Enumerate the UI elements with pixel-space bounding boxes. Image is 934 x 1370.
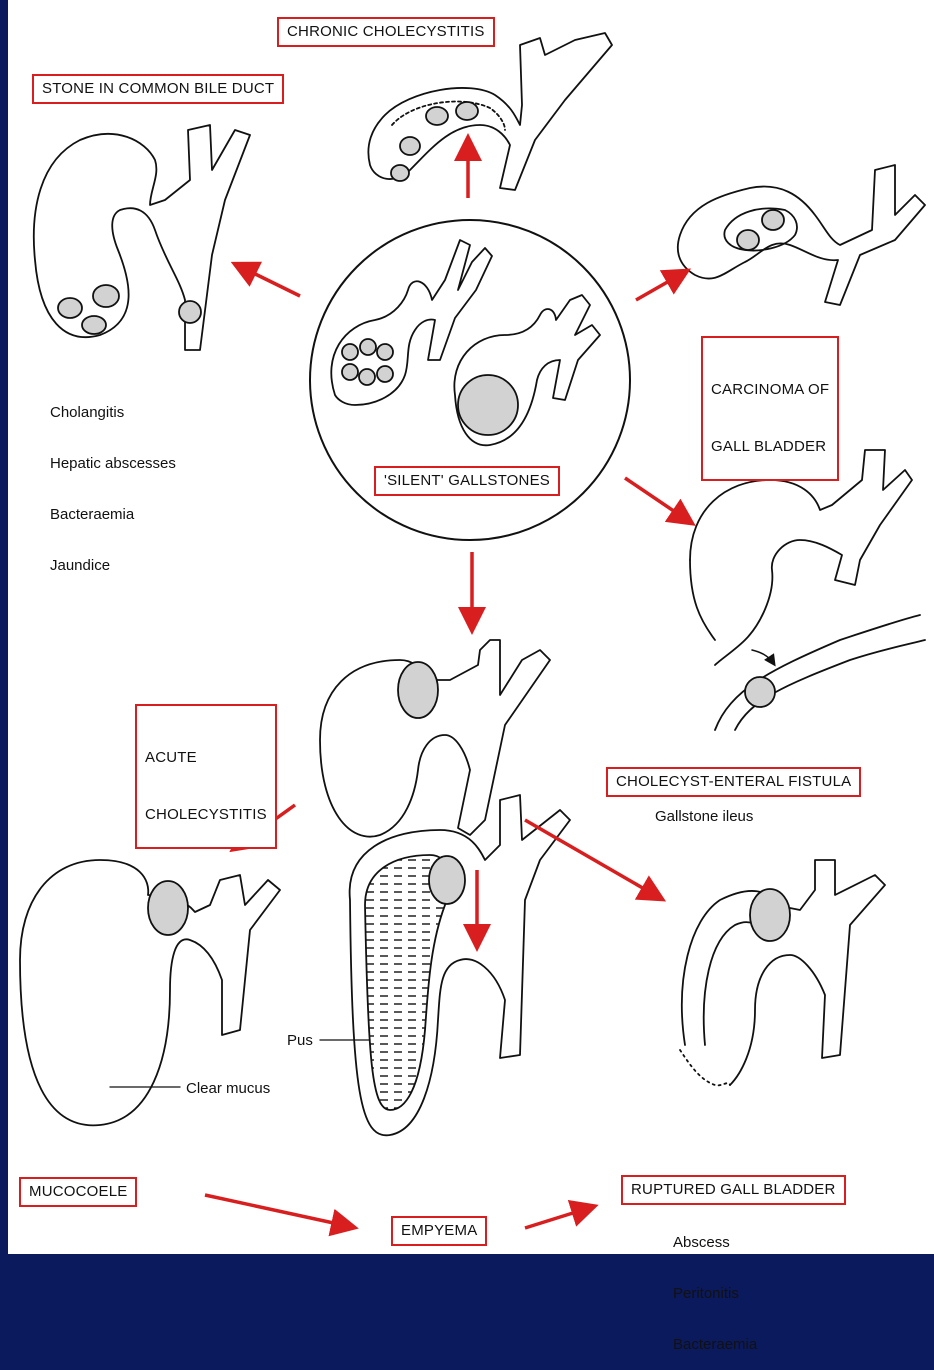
ruptured-note-3: Bacteraemia [673,1336,757,1353]
label-chronic-cholecystitis: CHRONIC CHOLECYSTITIS [277,17,495,47]
cbd-note-2: Hepatic abscesses [50,455,176,472]
label-fistula: CHOLECYST-ENTERAL FISTULA [606,767,861,797]
label-acute-cholecystitis: ACUTE CHOLECYSTITIS [135,704,277,849]
cbd-note-3: Bacteraemia [50,506,176,523]
label-acute-line1: ACUTE [145,748,267,767]
ruptured-notes: Abscess Peritonitis Bacteraemia [673,1200,757,1370]
cbd-note-4: Jaundice [50,557,176,574]
cbd-notes: Cholangitis Hepatic abscesses Bacteraemi… [50,370,176,591]
gallstone-complications-diagram: Clear mucus Pus [0,0,934,1254]
ruptured-note-1: Abscess [673,1234,757,1251]
label-empyema: EMPYEMA [391,1216,487,1246]
label-carcinoma: CARCINOMA OF GALL BLADDER [701,336,839,481]
clear-mucus-label: Clear mucus [186,1080,270,1097]
diagram-stage: Clear mucus Pus CHRONIC CHOLECYSTITIS ST… [0,0,934,1254]
label-stone-in-cbd: STONE IN COMMON BILE DUCT [32,74,284,104]
label-acute-line2: CHOLECYSTITIS [145,805,267,824]
label-silent-gallstones: 'SILENT' GALLSTONES [374,466,560,496]
pus-label: Pus [287,1032,313,1049]
fistula-note: Gallstone ileus [655,808,753,825]
cbd-note-1: Cholangitis [50,404,176,421]
label-mucocoele: MUCOCOELE [19,1177,137,1207]
label-carcinoma-line1: CARCINOMA OF [711,380,829,399]
label-carcinoma-line2: GALL BLADDER [711,437,829,456]
ruptured-note-2: Peritonitis [673,1285,757,1302]
